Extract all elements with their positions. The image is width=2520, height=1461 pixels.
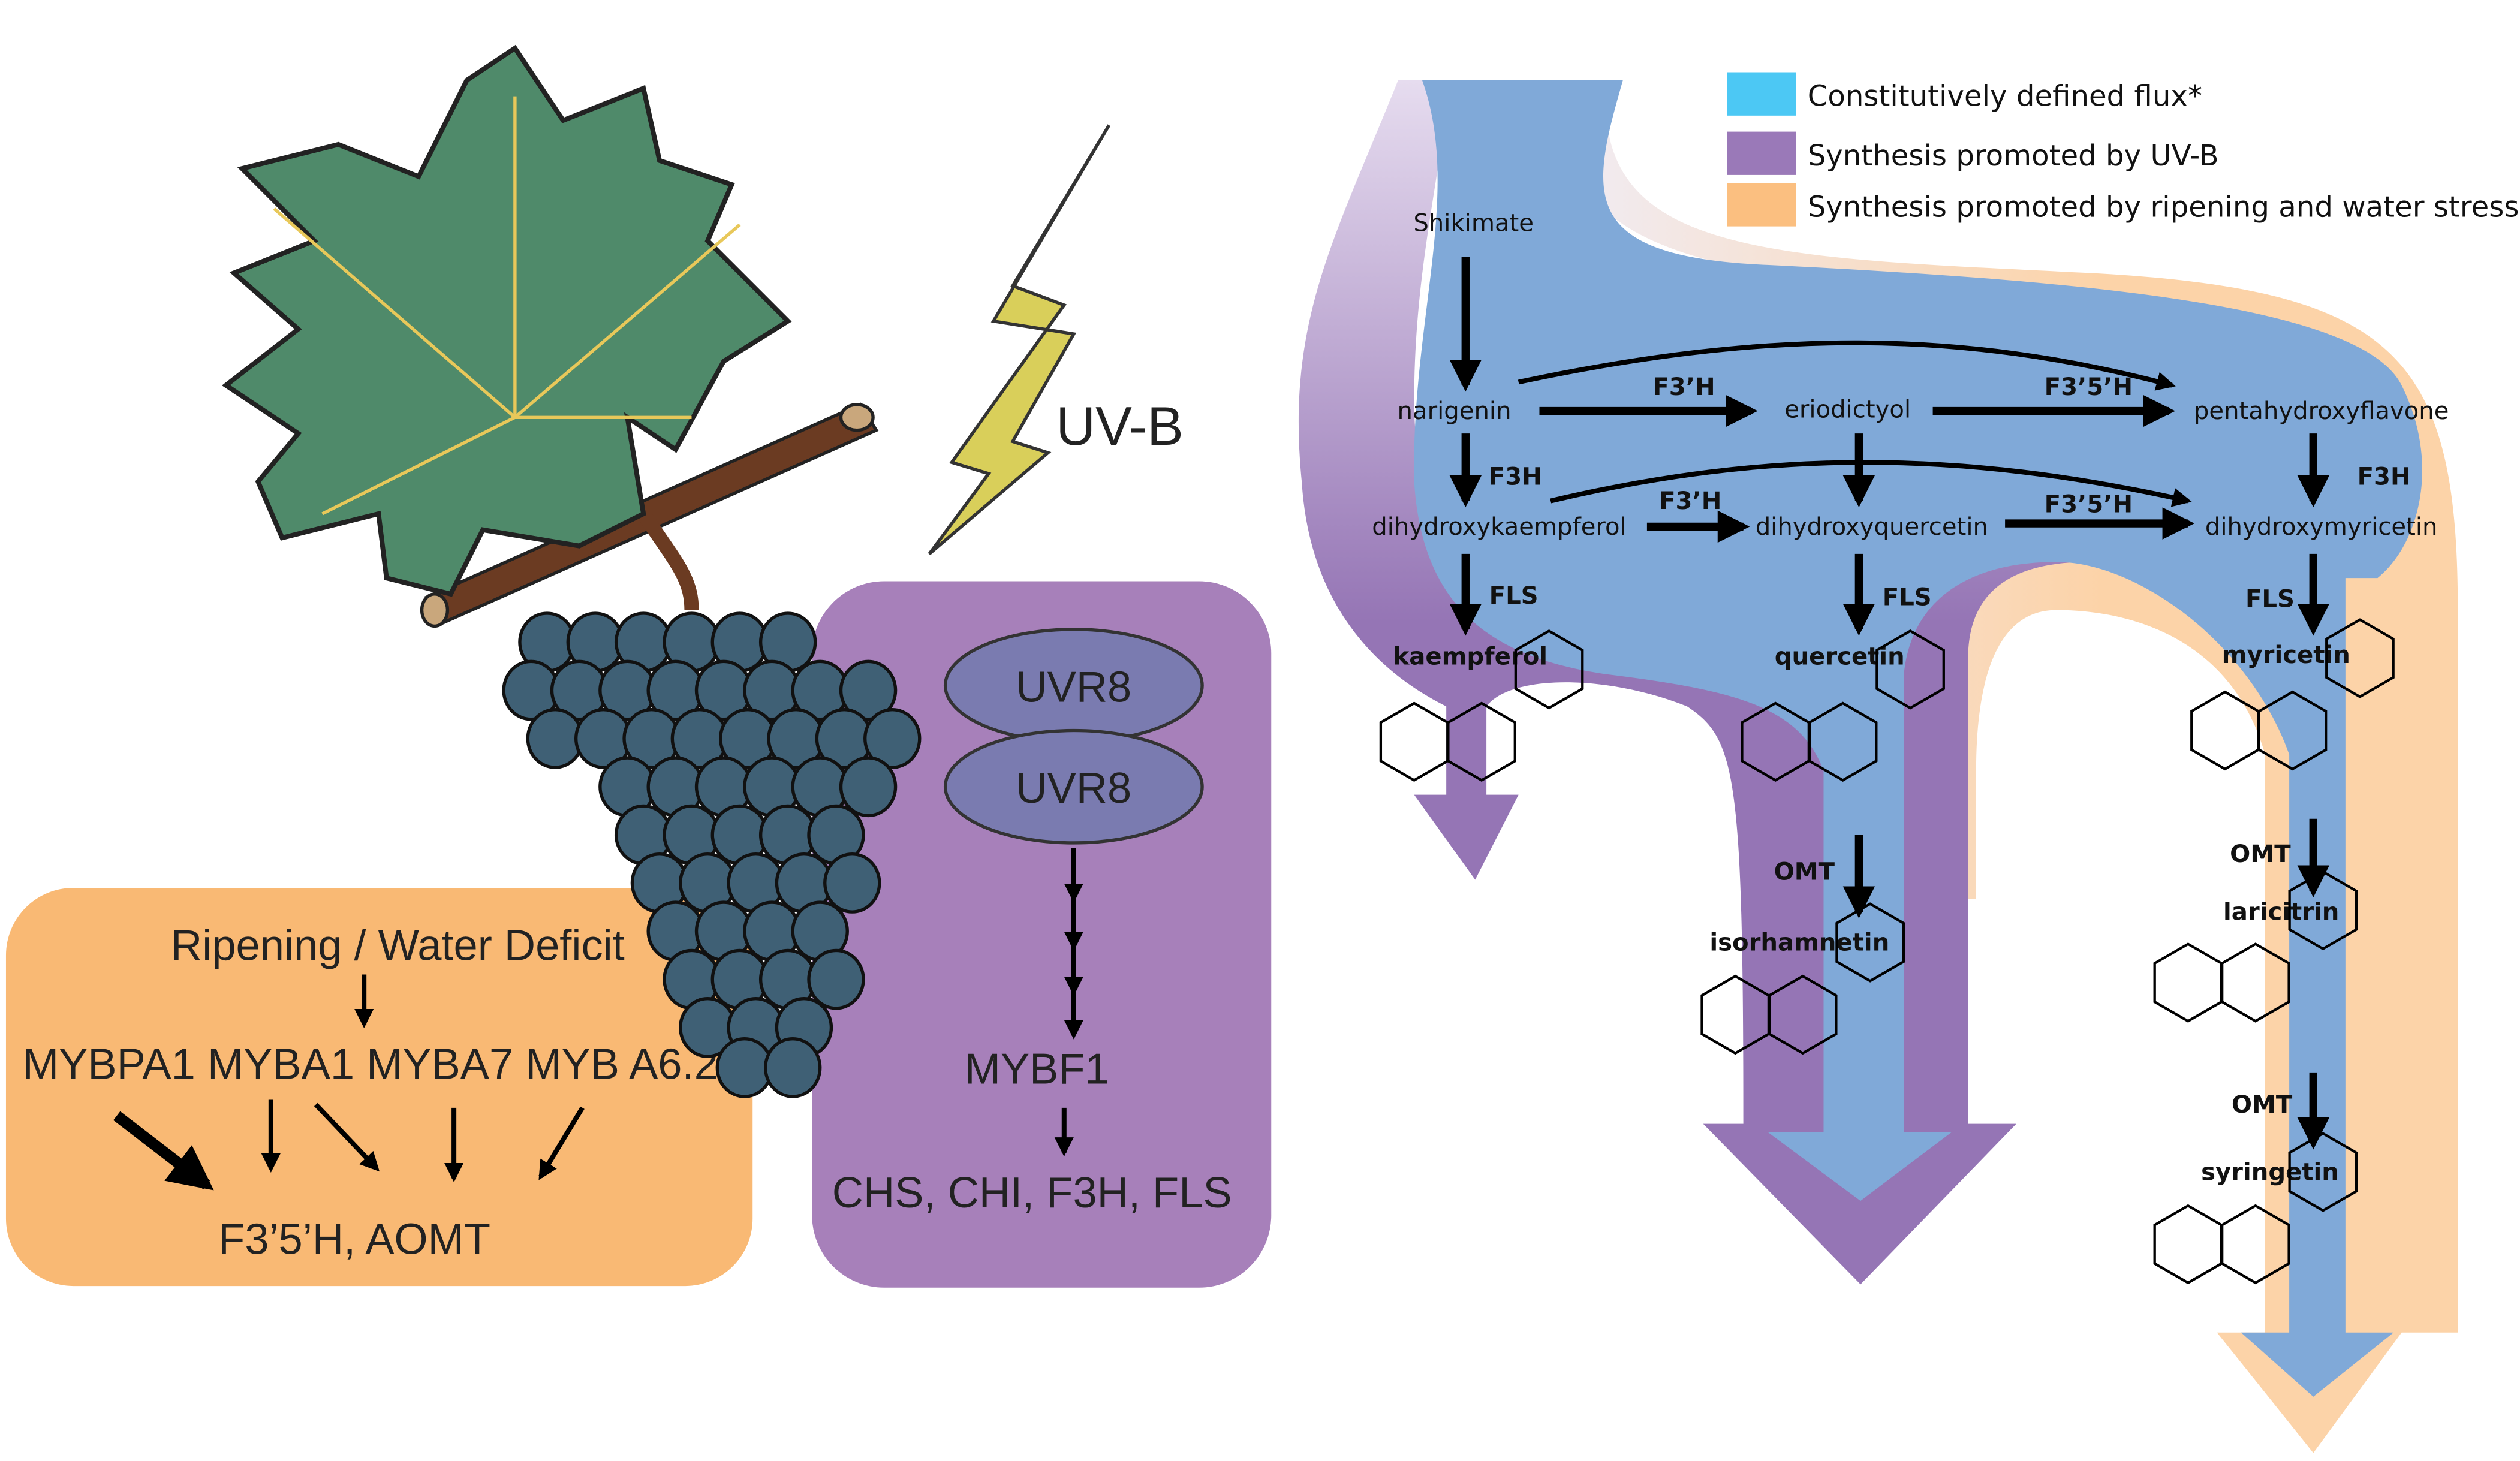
c-ring [2257,690,2328,771]
pathway-arrows [1449,257,2330,1150]
ripening-targets-label: F3’5’H, AOMT [218,1216,490,1264]
grape-berry [863,708,922,769]
c-ring [1768,974,1838,1055]
dihydroxyquercetin-label: dihydroxyquercetin [1756,513,1988,541]
narigenin-label: narigenin [1398,397,1512,425]
ripening-label: Ripening / Water Deficit [171,921,625,969]
eriodictyol-label: eriodictyol [1784,396,1911,423]
enzyme-f3h-b: F3H [2358,463,2411,491]
mybf1-label: MYBF1 [965,1046,1109,1094]
myb-arrows [113,1099,585,1191]
enzyme-f3h-a: F3H [1489,463,1542,491]
dihydroxymyricetin-label: dihydroxymyricetin [2205,513,2438,541]
grape-leaf-icon [221,44,792,597]
enzyme-omt-1: OMT [1774,858,1835,886]
b-ring [2288,870,2358,951]
uvb-targets-label: CHS, CHI, F3H, FLS [832,1169,1232,1217]
legend-swatch-uvb [1727,131,1796,175]
enzyme-f3h-2: F3’H [1659,487,1721,515]
laricitrin-label: laricitrin [2223,899,2339,926]
c-ring [2221,942,2290,1023]
grapevine-illustration [221,44,922,1098]
enzyme-omt-2: OMT [2230,841,2291,868]
enzyme-f3h-1: F3’H [1652,373,1715,401]
uvb-lightning-icon [928,124,1111,555]
grape-berry [763,1037,822,1098]
legend-label-uvb: Synthesis promoted by UV-B [1808,139,2219,173]
uvr8-cascade-arrows [1054,847,1083,1157]
grape-bunch-icon [502,611,922,1098]
isorhamnetin-label: isorhamnetin [1709,929,1889,956]
grape-berry [526,708,585,769]
a-ring [2153,1204,2223,1285]
enzyme-fls-2: FLS [1883,584,1932,611]
quercetin-label: quercetin [1775,643,1905,671]
enzyme-f35h-2: F3’5’H [2045,490,2133,518]
uvb-label: UV-B [1056,396,1184,457]
legend-label-constitutive: Constitutively defined flux* [1808,80,2202,113]
enzyme-labels: F3’H F3’5’H F3H F3’H F3’5’H F3H FLS FLS … [1489,373,2411,1119]
dihydroxykaempferol-label: dihydroxykaempferol [1372,513,1627,541]
legend-label-ripening: Synthesis promoted by ripening and water… [1808,191,2519,224]
enzyme-fls-3: FLS [2245,585,2295,613]
kaempferol-label: kaempferol [1393,643,1548,671]
enzyme-f35h-1: F3’5’H [2045,373,2133,401]
grape-berry [839,756,898,818]
b-ring [2288,1132,2358,1212]
b-ring [2325,618,2395,698]
uvr8-top-label: UVR8 [1016,663,1131,711]
legend: Constitutively defined flux* Synthesis p… [1727,72,2519,227]
myb-genes-label: MYBPA1 MYBA1 MYBA7 MYB A6.2 [23,1041,718,1089]
b-ring [1514,629,1584,710]
legend-swatch-constitutive [1727,72,1796,116]
grape-berry [715,1037,774,1098]
grape-berry [807,948,865,1010]
shikimate-label: Shikimate [1413,210,1534,237]
uvr8-bottom-label: UVR8 [1016,764,1131,812]
legend-swatch-ripening [1727,183,1796,227]
a-ring [1379,701,1449,782]
myricetin-label: myricetin [2222,641,2350,669]
a-ring [2153,942,2223,1023]
pentahydroxyflavone-label: pentahydroxyflavone [2194,397,2449,425]
c-ring [1447,701,1516,782]
enzyme-omt-3: OMT [2232,1091,2293,1119]
uvr8-bottom [943,728,1204,845]
b-ring [1835,902,1905,983]
enzyme-fls-1: FLS [1489,582,1539,610]
b-ring [1875,629,1945,710]
grape-berry [839,659,898,721]
chemical-structures [1379,618,2395,1285]
syringetin-label: syringetin [2201,1158,2339,1186]
grape-berry [823,852,881,914]
ripening-flux-band [1569,80,2458,1453]
c-ring [2221,1204,2290,1285]
c-ring [1808,701,1878,782]
